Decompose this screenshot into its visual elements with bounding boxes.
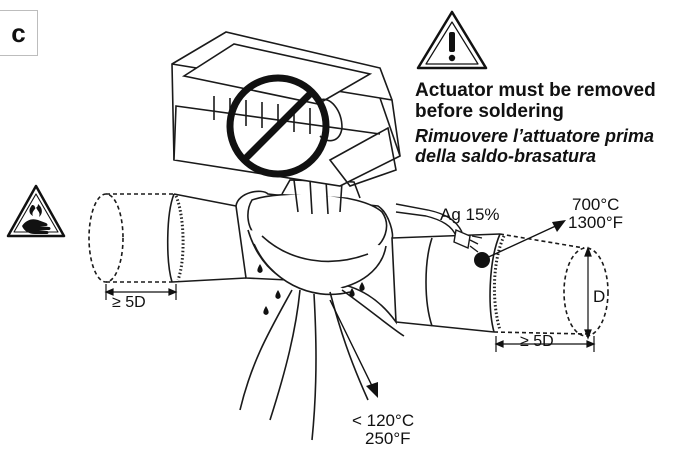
solder-temp-f: 1300°F bbox=[568, 213, 624, 232]
water-drips bbox=[257, 264, 365, 315]
valve-temp-c: < 120°C bbox=[352, 411, 415, 430]
distance-right-label: ≥ 5D bbox=[520, 333, 554, 350]
heat-point bbox=[474, 220, 566, 268]
prohibited-icon bbox=[226, 74, 330, 178]
cool-arrow bbox=[329, 299, 378, 398]
warning-text-it: Rimuovere l’attuatore prima della saldo-… bbox=[415, 126, 655, 166]
left-pipe bbox=[88, 193, 247, 283]
panel-label: c bbox=[0, 10, 38, 56]
actuator bbox=[171, 31, 401, 187]
valve-temp-f: 250°F bbox=[365, 429, 411, 448]
burn-hazard-icon bbox=[6, 184, 66, 238]
right-pipe bbox=[391, 233, 609, 337]
solder-wire bbox=[395, 203, 483, 253]
dimension-lines bbox=[104, 246, 596, 352]
valve-body bbox=[235, 179, 405, 441]
warning-triangle-icon bbox=[416, 10, 488, 70]
diameter-label: D bbox=[593, 287, 606, 306]
solder-temp-c: 700°C bbox=[572, 195, 620, 214]
distance-left-label: ≥ 5D bbox=[112, 294, 146, 311]
solder-alloy-label: Ag 15% bbox=[440, 205, 500, 224]
warning-text-en: Actuator must be removed before solderin… bbox=[415, 80, 656, 122]
